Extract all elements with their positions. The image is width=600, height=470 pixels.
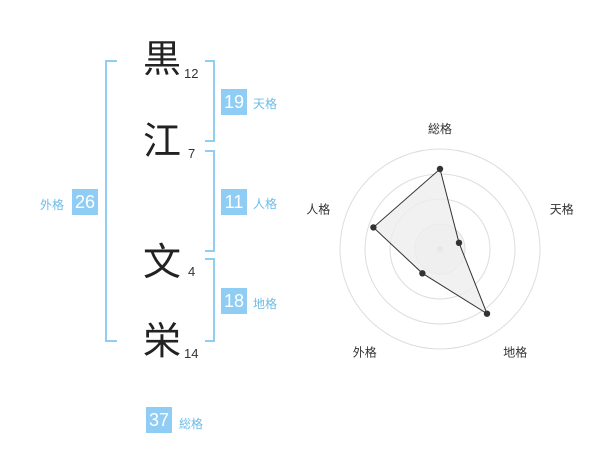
tenkaku-value-badge: 19 [221, 89, 247, 115]
radar-point-1 [436, 165, 444, 173]
radar-point-2 [455, 239, 463, 246]
kanji-1: 黒 [143, 37, 182, 81]
radar-axis-label-2: 天格 [550, 201, 574, 216]
radar-ring [339, 148, 541, 350]
jinkaku-label: 人格 [253, 197, 278, 211]
chikaku-label: 地格 [253, 297, 278, 311]
radar-axis-label-4: 外格 [353, 345, 377, 360]
gaikaku-value-badge: 26 [72, 189, 98, 215]
soukaku-value-badge: 37 [146, 407, 172, 433]
stroke-count-2: 7 [188, 146, 196, 161]
kanji-2: 江 [143, 119, 182, 163]
chikaku-value-badge: 18 [221, 288, 247, 314]
tenkaku-bracket [205, 60, 215, 142]
kanji-4: 栄 [143, 319, 182, 363]
chikaku-bracket [205, 258, 215, 342]
stroke-count-1: 12 [184, 66, 199, 81]
radar-point-3 [483, 310, 491, 317]
radar-axis-label-1: 総格 [428, 121, 452, 136]
stroke-count-4: 14 [184, 346, 199, 361]
radar-point-5 [370, 224, 377, 231]
stroke-count-3: 4 [188, 264, 196, 279]
radar-series-polygon [372, 168, 489, 315]
jinkaku-bracket [205, 150, 215, 252]
gaikaku-label: 外格 [40, 198, 65, 212]
radar-axis-label-5: 人格 [306, 201, 330, 216]
radar-axis-label-3: 地格 [503, 345, 527, 360]
soukaku-label: 総格 [179, 417, 204, 431]
tenkaku-label: 天格 [253, 97, 278, 111]
jinkaku-value-badge: 11 [221, 189, 247, 215]
radar-point-4 [419, 270, 426, 277]
gaikaku-bracket [105, 60, 117, 342]
kanji-3: 文 [143, 240, 182, 284]
